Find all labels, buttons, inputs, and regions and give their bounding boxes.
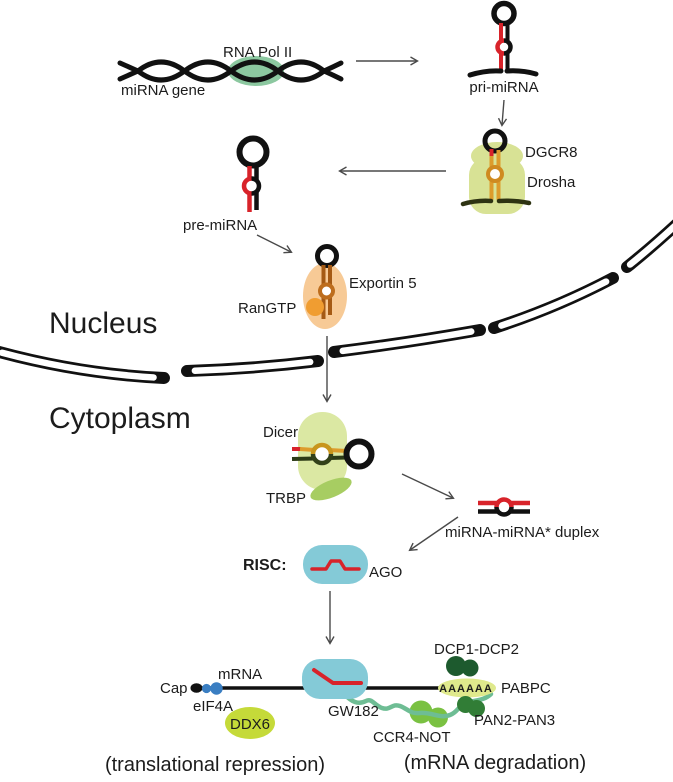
ago-capsule bbox=[303, 545, 368, 584]
hairpin-loop bbox=[315, 244, 339, 268]
dcp1-dcp2-label: DCP1-DCP2 bbox=[434, 641, 519, 658]
trbp-label: TRBP bbox=[266, 490, 306, 507]
hairpin-loop bbox=[491, 0, 517, 27]
eif4a-dot bbox=[210, 682, 223, 695]
bulge-bottom-dark bbox=[310, 453, 334, 466]
ccr4-not-label: CCR4-NOT bbox=[373, 729, 451, 746]
eif4a-label: eIF4A bbox=[193, 698, 233, 715]
rna-pol-ii-label: RNA Pol II bbox=[223, 44, 292, 61]
pri-mirna-label: pri-miRNA bbox=[469, 79, 538, 96]
risc-label: RISC: bbox=[243, 557, 287, 574]
bulge-left-red bbox=[241, 176, 252, 196]
hairpin-loop bbox=[343, 438, 375, 470]
bulge-top-red bbox=[494, 497, 514, 508]
cap-dot bbox=[190, 683, 203, 693]
mrna-label: mRNA bbox=[218, 666, 262, 683]
mirna-duplex bbox=[478, 497, 530, 517]
ddx6-label: DDX6 bbox=[230, 716, 270, 733]
pri-mirna-hairpin bbox=[467, 0, 539, 78]
hairpin-bulge bbox=[318, 282, 335, 300]
mirna-gene-helix bbox=[117, 56, 344, 86]
ddx6-blob bbox=[225, 707, 275, 739]
rangtp-label: RanGTP bbox=[238, 300, 296, 317]
membrane-segment bbox=[181, 355, 324, 377]
dcp1-dcp2-blob bbox=[446, 656, 466, 676]
ago-label: AGO bbox=[369, 564, 402, 581]
translational-repression-label: (translational repression) bbox=[105, 754, 325, 776]
arrow-pre-to-exportin bbox=[256, 234, 293, 254]
rangtp-blob bbox=[306, 298, 324, 316]
membrane-segment bbox=[621, 219, 673, 273]
dcp1-dcp2-blob bbox=[461, 659, 479, 677]
dicer-complex bbox=[291, 412, 375, 501]
mrna-effector-complex bbox=[190, 656, 496, 739]
membrane-segment bbox=[488, 272, 619, 334]
gw182-label: GW182 bbox=[328, 703, 379, 720]
bulge-top-orange bbox=[310, 442, 334, 455]
risc-complex bbox=[303, 545, 368, 584]
hairpin-loop bbox=[482, 128, 508, 154]
drosha-label: Drosha bbox=[527, 174, 576, 191]
pabpc-label: PABPC bbox=[501, 680, 551, 697]
eif4a-dot bbox=[201, 683, 212, 694]
pre-mirna-hairpin bbox=[236, 135, 270, 212]
pathway-arrows bbox=[256, 56, 508, 645]
mirna-duplex-label: miRNA-miRNA* duplex bbox=[445, 524, 600, 541]
hairpin-bulge bbox=[313, 445, 331, 463]
pan2-pan3-label: PAN2-PAN3 bbox=[474, 712, 555, 729]
mirna-guide-strand bbox=[310, 559, 361, 571]
polya-label: AAAAAA bbox=[439, 683, 493, 695]
arrow-duplex-to-risc bbox=[408, 516, 459, 552]
ago-capsule-on-mrna bbox=[302, 659, 368, 699]
flanking-arms bbox=[460, 198, 532, 207]
bulge-bottom-black bbox=[494, 506, 514, 517]
dna-strand bbox=[117, 59, 344, 83]
mrna-degradation-label: (mRNA degradation) bbox=[404, 752, 586, 774]
bulge-left-red bbox=[495, 38, 505, 56]
flanking-arms bbox=[467, 68, 539, 78]
bulge-right-black bbox=[251, 176, 262, 196]
pan2-pan3-blob bbox=[468, 700, 485, 717]
membrane-segment bbox=[0, 345, 170, 384]
arrow-dicer-to-duplex bbox=[401, 473, 455, 500]
hairpin-bottom-strand bbox=[291, 456, 316, 461]
exportin5-label: Exportin 5 bbox=[349, 275, 417, 292]
exportin5-complex bbox=[303, 244, 347, 329]
cytoplasm-label: Cytoplasm bbox=[49, 402, 191, 435]
dgcr8-label: DGCR8 bbox=[525, 144, 578, 161]
arrow-pri-to-drosha bbox=[497, 99, 508, 127]
cap-label: Cap bbox=[160, 680, 188, 697]
pre-mirna-label: pre-miRNA bbox=[183, 217, 257, 234]
mirna-guide-strand bbox=[312, 668, 363, 685]
membrane-segment bbox=[328, 324, 486, 358]
trbp-blob bbox=[310, 477, 352, 501]
mirna-gene-label: miRNA gene bbox=[121, 82, 205, 99]
drosha-complex bbox=[460, 128, 532, 214]
hairpin-loop bbox=[236, 135, 270, 169]
bulge-right-black bbox=[503, 38, 513, 56]
nucleus-label: Nucleus bbox=[49, 307, 157, 340]
polya-blob bbox=[438, 678, 496, 698]
hairpin-bulge bbox=[486, 165, 504, 183]
dicer-label: Dicer bbox=[263, 424, 298, 441]
nuclear-membrane bbox=[0, 219, 673, 384]
